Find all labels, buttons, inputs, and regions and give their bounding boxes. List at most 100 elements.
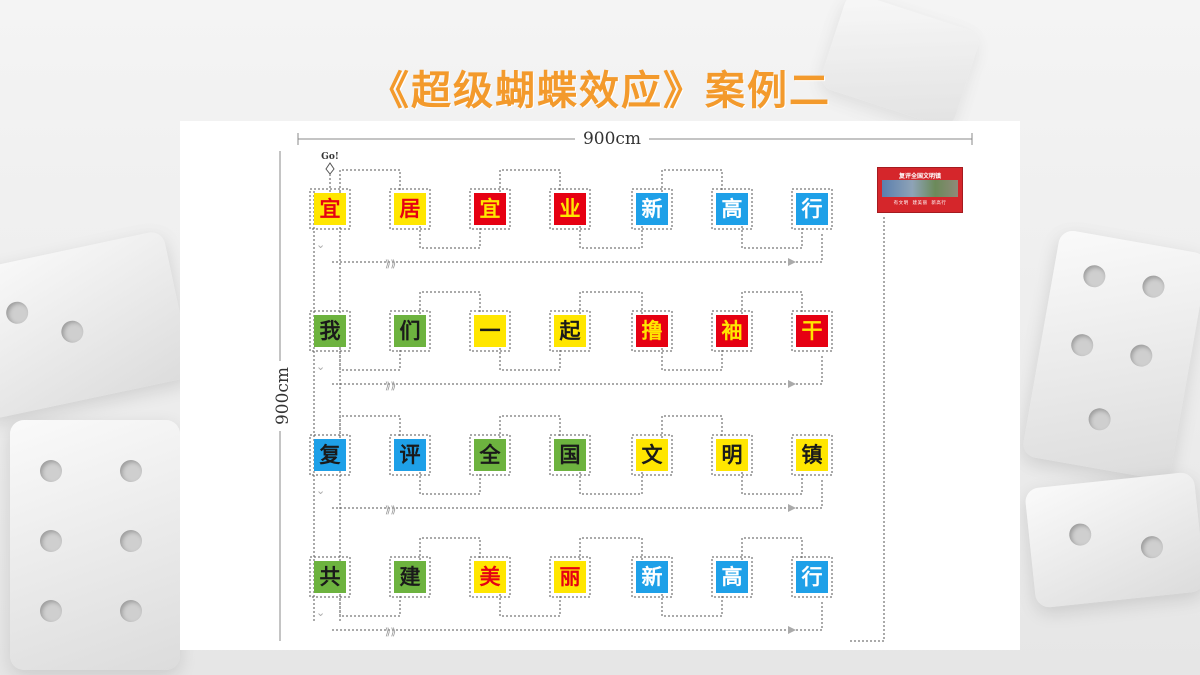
banner-footer: 有文明 建美丽 新高行: [878, 200, 962, 206]
tile-character: 我: [320, 318, 341, 343]
character-tile: [716, 439, 748, 471]
banner-footer-item: 建美丽: [912, 201, 928, 206]
connector-path: [661, 594, 723, 617]
character-tile: [636, 193, 668, 225]
character-tile: [394, 315, 426, 347]
banner-image: [882, 180, 958, 197]
tile-frame: [309, 434, 351, 476]
tile-frame: [389, 556, 431, 598]
tile-character: 复: [319, 442, 342, 467]
tile-frame: [791, 434, 833, 476]
character-tile: [314, 439, 346, 471]
tile-frame: [711, 434, 753, 476]
character-tile: [716, 315, 748, 347]
tile-frame: [631, 188, 673, 230]
connector-path: [579, 291, 643, 314]
character-tile: [554, 561, 586, 593]
tile-frame: [549, 188, 591, 230]
row-return-path: [332, 480, 823, 509]
character-tile: [394, 561, 426, 593]
tile-character: 居: [400, 196, 421, 221]
character-tile: [394, 439, 426, 471]
tile-character: 起: [559, 318, 582, 343]
down-arrow-icon: ⌄: [316, 606, 325, 619]
tile-character: 行: [801, 196, 823, 221]
character-tile: [796, 315, 828, 347]
tile-character: 宜: [320, 196, 341, 221]
tile-character: 评: [400, 442, 421, 467]
row-return-path: [332, 356, 823, 385]
connector-path: [339, 415, 401, 438]
character-tile: [796, 439, 828, 471]
label-mask: [575, 130, 649, 150]
character-tile: [636, 561, 668, 593]
banner-footer-item: 新高行: [931, 201, 947, 206]
tile-character: 丽: [560, 564, 581, 589]
tile-frame: [711, 188, 753, 230]
connector-path: [579, 226, 643, 249]
tile-frame: [711, 310, 753, 352]
down-arrow-icon: ⌄: [316, 360, 325, 373]
height-label: 900cm: [273, 367, 293, 425]
tile-frame: [309, 556, 351, 598]
character-tile: [474, 561, 506, 593]
tile-character: 新: [642, 564, 663, 589]
tile-frame: [469, 556, 511, 598]
tile-frame: [469, 188, 511, 230]
connector-path: [741, 472, 803, 495]
tile-character: 美: [480, 564, 501, 589]
return-path: [850, 216, 885, 642]
connector-path: [579, 537, 643, 560]
tile-frame: [389, 188, 431, 230]
tile-character: 明: [722, 442, 743, 467]
start-label: Go!: [321, 152, 339, 162]
character-tile: [474, 439, 506, 471]
tile-frame: [469, 434, 511, 476]
character-tile: [636, 315, 668, 347]
flow-arrow-icon: ⟫⟫: [385, 381, 396, 392]
character-tile: [554, 439, 586, 471]
tile-character: 高: [722, 196, 743, 221]
tile-character: 建: [400, 564, 421, 589]
tile-frame: [549, 310, 591, 352]
page-title: 《超级蝴蝶效应》案例二: [369, 68, 831, 114]
character-tile: [314, 561, 346, 593]
tile-character: 们: [400, 318, 421, 343]
connector-path: [661, 169, 723, 192]
connector-path: [419, 226, 481, 249]
tile-frame: [389, 310, 431, 352]
connector-path: [499, 415, 561, 438]
tile-character: 宜: [480, 196, 501, 221]
tile-character: 业: [560, 196, 581, 221]
tile-character: 国: [560, 442, 581, 467]
character-tile: [314, 193, 346, 225]
row-return-path: [332, 234, 823, 263]
connector-path: [661, 415, 723, 438]
background-domino: [1024, 471, 1200, 609]
tile-character: 撸: [642, 318, 663, 343]
tile-frame: [469, 310, 511, 352]
banner-footer-item: 有文明: [893, 201, 909, 206]
character-tile: [474, 315, 506, 347]
connector-path: [579, 472, 643, 495]
connector-path: [741, 291, 803, 314]
tile-frame: [549, 556, 591, 598]
flow-arrow-icon: ⟫⟫: [385, 627, 396, 638]
character-tile: [636, 439, 668, 471]
down-arrow-icon: ⌄: [316, 238, 325, 251]
campaign-banner: 复评全国文明镇 有文明 建美丽 新高行: [877, 167, 963, 213]
connector-path: [741, 537, 803, 560]
tile-frame: [631, 556, 673, 598]
flow-arrow-icon: ⟫⟫: [385, 505, 396, 516]
character-tile: [716, 193, 748, 225]
tile-character: 袖: [722, 318, 743, 343]
character-tile: [554, 315, 586, 347]
connector-path: [419, 291, 481, 314]
width-label: 900cm: [583, 129, 641, 149]
connector-path: [499, 169, 561, 192]
start-marker-icon: [325, 162, 335, 175]
connector-path: [661, 348, 723, 371]
connector-path: [419, 472, 481, 495]
tile-frame: [711, 556, 753, 598]
